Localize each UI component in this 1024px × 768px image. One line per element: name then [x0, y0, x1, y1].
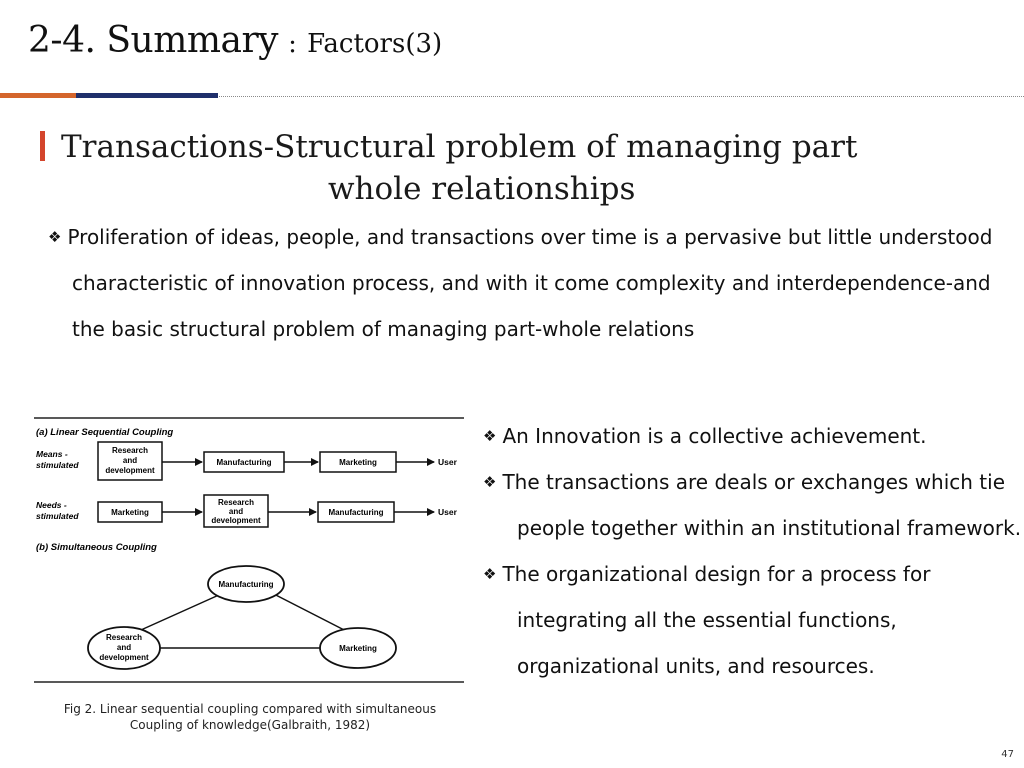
coupling-figure: (a) Linear Sequential Coupling Means - s… — [30, 412, 466, 688]
slide-title-main: 2-4. Summary — [28, 20, 279, 61]
triangle-edge-left — [131, 589, 231, 635]
heading-line-2: whole relationships — [328, 171, 636, 207]
bullet-item-text: An Innovation is a collective achievemen… — [502, 424, 927, 448]
section-b-label: (b) Simultaneous Coupling — [36, 542, 157, 553]
bullet-item: ❖ The organizational design for a process… — [483, 551, 1023, 689]
coupling-diagram: (a) Linear Sequential Coupling Means - s… — [34, 417, 464, 683]
slide-title: 2-4. Summary : Factors(3) — [28, 20, 442, 61]
row1-label-line-2: stimulated — [36, 460, 79, 470]
row2-box-research — [203, 494, 269, 528]
heading-line-1: Transactions-Structural problem of manag… — [61, 129, 858, 165]
row1-box-research — [97, 441, 163, 481]
bullet-list: ❖ An Innovation is a collective achieveme… — [483, 413, 1023, 689]
diamond-bullet-icon: ❖ — [48, 228, 62, 246]
bullet-item-text: The transactions are deals or exchanges … — [502, 470, 1022, 540]
row2-box-research-line-1: Research — [218, 498, 254, 507]
intro-item: ❖ Proliferation of ideas, people, and tra… — [48, 214, 1023, 352]
figure-caption: Fig 2. Linear sequential coupling compar… — [63, 702, 437, 732]
ellipse-marketing — [319, 627, 397, 669]
ellipse-research-line-2: and — [117, 643, 131, 652]
bullet-item-text: The organizational design for a process … — [502, 562, 931, 678]
row1-box-marketing-label: Marketing — [339, 458, 377, 467]
section-heading: Transactions-Structural problem of manag… — [40, 126, 930, 210]
row1-box-research-line-2: and — [123, 456, 137, 465]
row2-box-marketing-label: Marketing — [111, 508, 149, 517]
row1-box-manufacturing-label: Manufacturing — [216, 458, 271, 467]
ellipse-research — [87, 626, 161, 670]
row1-label-line-1: Means - — [36, 449, 68, 459]
heading-accent-bar — [40, 131, 45, 161]
row1-box-research-line-3: development — [105, 466, 155, 475]
bullet-item: ❖ The transactions are deals or exchanges… — [483, 459, 1023, 551]
row1-box-research-line-1: Research — [112, 446, 148, 455]
ellipse-research-line-1: Research — [106, 633, 142, 642]
ellipse-research-line-3: development — [99, 653, 149, 662]
ellipse-manufacturing-label: Manufacturing — [218, 580, 273, 589]
diamond-bullet-icon: ❖ — [483, 427, 497, 445]
bullet-item: ❖ An Innovation is a collective achieveme… — [483, 413, 1023, 459]
row2-user-label: User — [438, 507, 458, 517]
title-accent-orange — [0, 93, 76, 98]
triangle-edge-right — [265, 589, 353, 635]
title-dotted-rule — [0, 96, 1024, 97]
row2-label-line-2: stimulated — [36, 511, 79, 521]
intro-paragraph: ❖ Proliferation of ideas, people, and tra… — [48, 214, 1023, 352]
title-accent-navy — [76, 93, 218, 98]
ellipse-manufacturing — [207, 565, 285, 603]
intro-text: Proliferation of ideas, people, and tran… — [67, 225, 993, 341]
diamond-bullet-icon: ❖ — [483, 565, 497, 583]
slide-title-sub: Factors(3) — [307, 29, 443, 59]
section-a-label: (a) Linear Sequential Coupling — [36, 427, 173, 438]
row2-box-manufacturing-label: Manufacturing — [328, 508, 383, 517]
page-number: 47 — [1001, 749, 1014, 760]
row2-label-line-1: Needs - — [36, 500, 67, 510]
slide-title-separator: : — [288, 29, 297, 59]
diamond-bullet-icon: ❖ — [483, 473, 497, 491]
row1-user-label: User — [438, 457, 458, 467]
row2-box-research-line-3: development — [211, 516, 261, 525]
row2-box-research-line-2: and — [229, 507, 243, 516]
ellipse-marketing-label: Marketing — [339, 644, 377, 653]
